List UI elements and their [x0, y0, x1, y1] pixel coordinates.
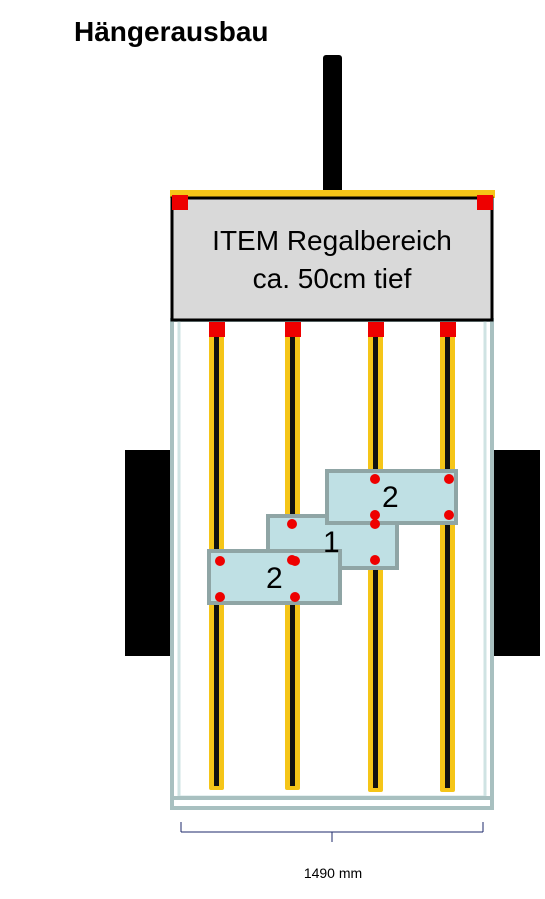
regal-area [170, 196, 494, 322]
mount-top-right [477, 195, 493, 210]
regal-label: ITEM Regalbereich ca. 50cm tief [172, 222, 492, 298]
page-title: Hängerausbau [74, 16, 269, 47]
mount-rail-2 [285, 322, 301, 337]
dimension-line [180, 822, 484, 842]
plate-2-right [325, 469, 458, 525]
fastening-dots [215, 474, 454, 602]
mount-rail-3 [368, 322, 384, 337]
plate-label-1: 1 [323, 526, 340, 559]
wheel-right [493, 450, 540, 656]
mount-rail-4 [440, 322, 456, 337]
drawbar [323, 55, 342, 200]
regal-label-line1: ITEM Regalbereich [212, 225, 452, 256]
wheel-left [125, 450, 172, 656]
dimension-label: 1490 mm [303, 865, 363, 881]
front-rail [170, 190, 495, 198]
mounts [172, 195, 493, 337]
regal-label-line2: ca. 50cm tief [252, 263, 412, 294]
mount-top-left [172, 195, 188, 210]
plate-label-2-left: 2 [266, 562, 283, 595]
mount-rail-1 [209, 322, 225, 337]
plate-label-2-right: 2 [382, 481, 399, 514]
plate-2-left [207, 549, 342, 605]
